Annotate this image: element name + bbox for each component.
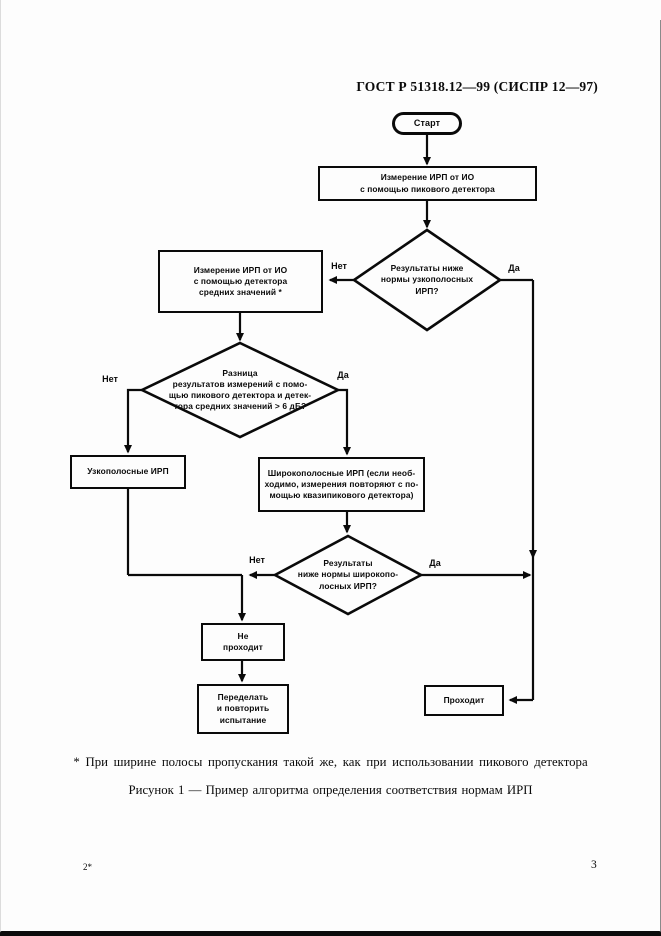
box-narrowband: Узкополосные ИРП	[70, 455, 186, 489]
scan-edge-bottom	[0, 931, 661, 936]
box-measure-peak: Измерение ИРП от ИО с помощью пикового д…	[318, 166, 537, 201]
scan-edge-left	[0, 0, 1, 936]
start-node: Старт	[392, 112, 462, 135]
scan-edge-right	[659, 20, 661, 936]
decision-narrowband-norm-shape	[351, 228, 503, 332]
branch-label-d2-yes: Да	[337, 370, 349, 380]
branch-label-d3-no: Нет	[249, 555, 265, 565]
branch-label-d2-no: Нет	[102, 374, 118, 384]
branch-label-d3-yes: Да	[429, 558, 441, 568]
figure-footnote: * При ширине полосы пропускания такой же…	[73, 755, 588, 769]
decision-difference-shape	[138, 341, 342, 439]
branch-label-d1-no: Нет	[331, 261, 347, 271]
decision-broadband-norm-text: Результаты ниже нормы широкопо- лосных И…	[297, 558, 399, 591]
signature-mark: 2*	[83, 862, 92, 872]
decision-broadband-norm-shape	[272, 534, 424, 616]
connector-d2-no	[124, 388, 142, 454]
box-measure-average: Измерение ИРП от ИО с помощью детектора …	[158, 250, 323, 313]
decision-narrowband-norm-text: Результаты ниже нормы узкополосных ИРП?	[380, 263, 474, 296]
branch-label-d1-yes: Да	[508, 263, 520, 273]
box-pass: Проходит	[424, 685, 504, 716]
box-redo: Переделать и повторить испытание	[197, 684, 289, 734]
box-fail: Не проходит	[201, 623, 285, 661]
page-number: 3	[591, 859, 597, 871]
figure-caption: Рисунок 1 — Пример алгоритма определения…	[128, 783, 533, 797]
connector-d2-yes	[338, 388, 351, 456]
standard-number-header: ГОСТ Р 51318.12—99 (СИСПР 12—97)	[356, 79, 598, 94]
decision-difference-text: Разница результатов измерений с помо- щь…	[168, 367, 312, 412]
box-broadband: Широкополосные ИРП (если необ- ходимо, и…	[258, 457, 425, 512]
rail-down-arrow	[529, 550, 537, 559]
